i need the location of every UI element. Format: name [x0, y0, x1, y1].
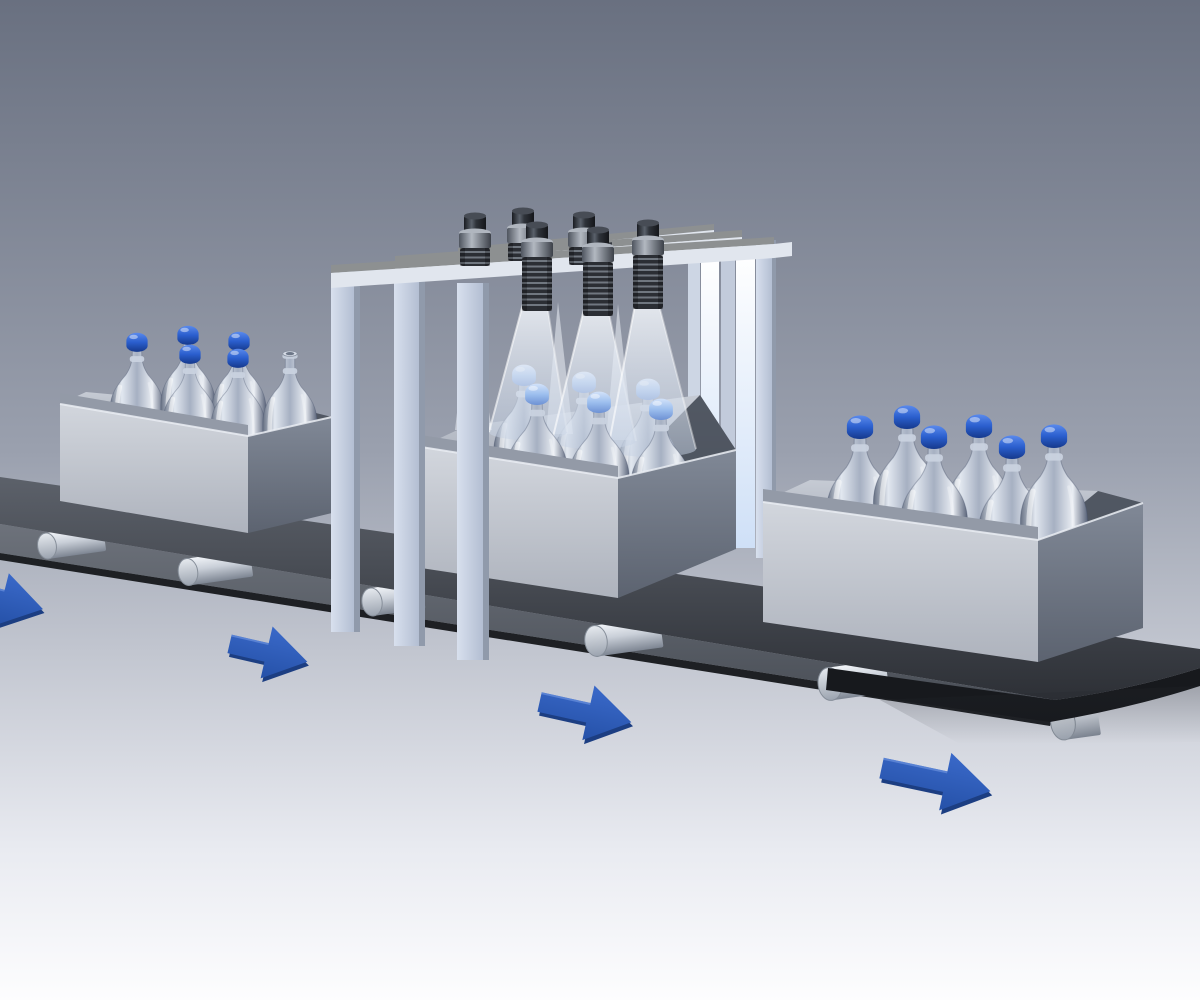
capping-head: [459, 212, 491, 266]
crate-left-side-face: [248, 417, 332, 533]
flow-arrow-right: [879, 752, 993, 815]
crate-middle-side-face: [618, 450, 736, 598]
crate-right-inner-rim: [763, 489, 1038, 540]
machine-leg-edge: [483, 283, 489, 660]
crate-left-inner-rim: [60, 393, 248, 436]
flow-arrow-right: [0, 573, 45, 629]
belt-bottom-edge: [0, 553, 1052, 726]
machine-leg-edge: [354, 271, 360, 632]
machine-leg: [394, 277, 419, 646]
capping-head: [632, 219, 664, 309]
capping-heads: [459, 207, 664, 316]
rail-end-stub: [774, 242, 792, 258]
crate-right-rim-highlight: [762, 501, 1144, 542]
machine-light-panel: [736, 252, 755, 548]
machine-right-leg-edge: [772, 240, 776, 558]
flow-arrow-right: [227, 626, 309, 683]
crate-right: [762, 405, 1144, 662]
machine-left-legs: [331, 271, 489, 660]
crate-left-rim-highlight: [59, 403, 333, 438]
capping-head: [521, 221, 553, 311]
belt-shadow: [880, 686, 1200, 744]
rail-front-front: [331, 244, 774, 288]
capper-funnel: [607, 304, 697, 457]
flow-arrow-right: [537, 685, 634, 745]
machine-right-leg: [756, 240, 772, 558]
crate-right-front-face: [763, 502, 1038, 662]
crate-left: [59, 325, 333, 533]
flow-arrows: [0, 573, 993, 815]
belt-front-band: [0, 524, 1055, 718]
machine-leg: [457, 283, 483, 660]
capping-machine-top: [331, 207, 792, 316]
crate-right-side-face: [1038, 503, 1143, 662]
machine-leg-edge: [419, 277, 425, 646]
capping-head: [582, 226, 614, 316]
machine-leg: [331, 271, 354, 632]
crate-left-front-face: [60, 404, 248, 533]
